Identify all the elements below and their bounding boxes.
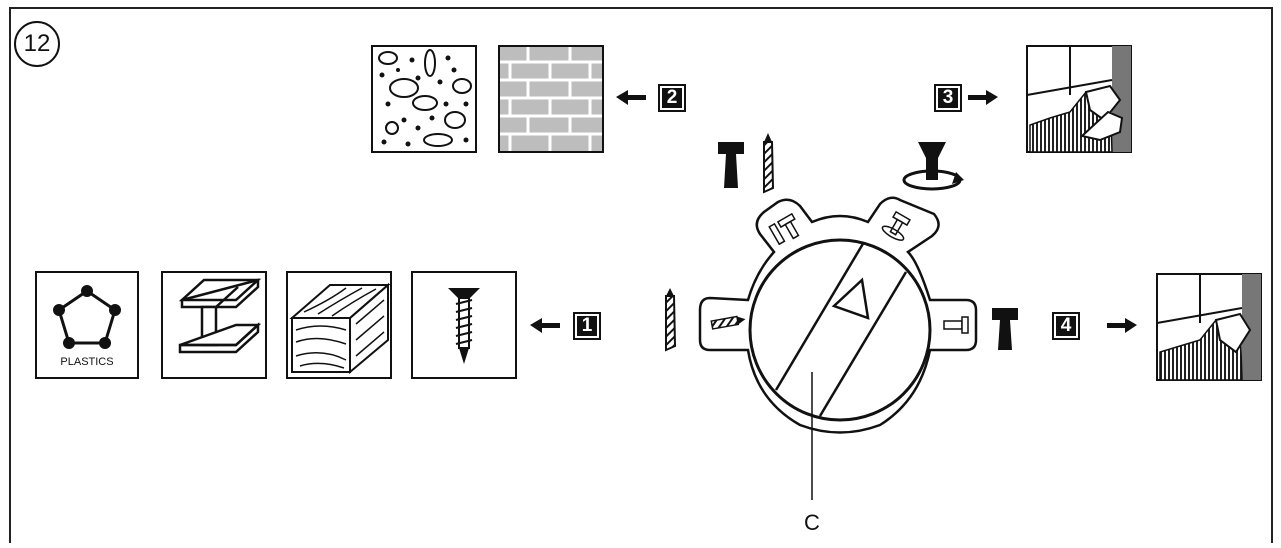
arrow-from-mode-4 [1107,318,1137,333]
mode-badge-1: 1 [573,312,601,340]
arrow-to-mode-2 [616,90,646,105]
callout-letter-c: C [804,510,820,535]
steel-beam-icon [161,271,267,379]
mode-badge-2: 2 [658,84,686,112]
mode-selector-dial [698,196,978,434]
plastics-icon [35,271,139,379]
screw-icon [411,271,517,379]
chisel-rotate-icon [902,142,964,191]
wood-icon [286,271,392,379]
tile-removal-icon-mode-4 [1156,273,1262,381]
figure-number: 12 [23,30,51,57]
tile-removal-icon [1026,45,1132,153]
brick-icon [498,45,604,153]
mode-badge-4: 4 [1052,312,1080,340]
figure-number-circle [14,21,60,67]
drill-bit-icon-2 [763,133,775,194]
arrow-from-mode-3 [968,90,998,105]
plastics-caption: PLASTICS [60,356,114,368]
hammer-icon [718,142,744,188]
mode-badge-3: 3 [934,84,962,112]
figure-frame [9,7,1273,548]
hammer-icon-mode-4 [992,308,1018,350]
arrow-to-mode-1 [530,318,560,333]
concrete-icon [371,45,477,153]
drill-bit-icon [665,288,677,352]
